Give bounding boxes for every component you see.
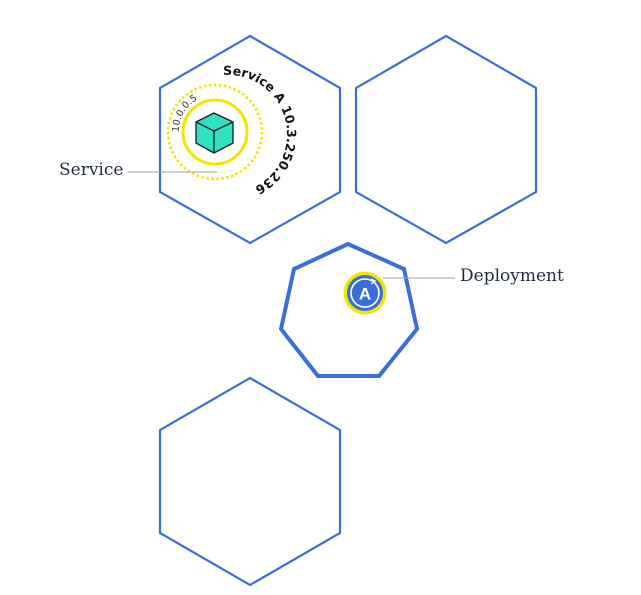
service-label-curved: Service A 10.3.250.236 <box>223 63 299 198</box>
service-callout: Service <box>59 160 124 180</box>
deployment-heptagon <box>278 241 420 378</box>
service-dotted-ring <box>166 83 264 181</box>
deployment-circle-icon: A <box>343 271 387 315</box>
node-hexagon-top-left <box>158 34 342 245</box>
node-hexagon-bottom <box>158 376 342 587</box>
pod-ring <box>181 98 249 166</box>
cube-icon <box>195 112 234 154</box>
deployment-callout: Deployment <box>460 266 564 286</box>
deployment-letter: A <box>359 285 371 304</box>
node-hexagon-top-right <box>354 34 538 245</box>
